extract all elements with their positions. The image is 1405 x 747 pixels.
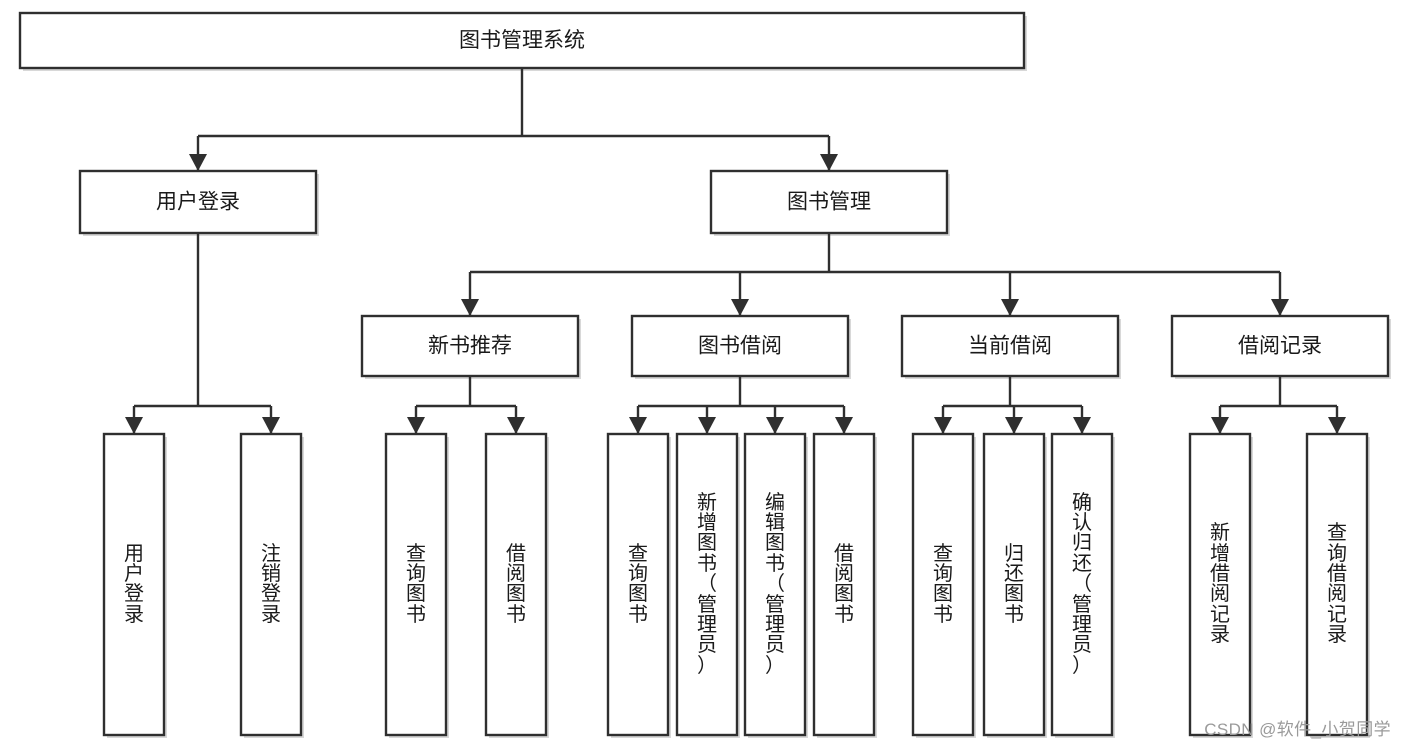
node-box-leaf-query-record[interactable]	[1305, 432, 1369, 737]
arrow-head	[698, 417, 716, 434]
node-label-book-borrow: 图书借阅	[698, 335, 782, 358]
node-label-borrow-record: 借阅记录	[1238, 335, 1322, 358]
node-box-root[interactable]	[18, 11, 1026, 70]
node-label-user-login: 用户登录	[156, 191, 240, 214]
node-box-leaf-user-logout[interactable]	[239, 432, 303, 737]
box-layer	[18, 11, 1390, 737]
arrow-head	[1328, 417, 1346, 434]
node-box-leaf-borrow-book-2[interactable]	[812, 432, 876, 737]
node-box-user-login[interactable]	[78, 169, 318, 235]
node-box-leaf-edit-book[interactable]	[743, 432, 807, 737]
node-box-leaf-user-login[interactable]	[102, 432, 166, 737]
arrow-head	[189, 154, 207, 171]
node-box-leaf-return-book[interactable]	[982, 432, 1046, 737]
arrow-head	[125, 417, 143, 434]
arrow-head	[407, 417, 425, 434]
node-label-book-manage: 图书管理	[787, 191, 871, 214]
node-label-current-borrow: 当前借阅	[968, 335, 1052, 358]
arrow-head	[1211, 417, 1229, 434]
node-box-leaf-add-book[interactable]	[675, 432, 739, 737]
arrow-head	[934, 417, 952, 434]
node-box-leaf-query-book-1[interactable]	[384, 432, 448, 737]
node-box-borrow-record[interactable]	[1170, 314, 1390, 378]
node-label-new-book-recommend: 新书推荐	[428, 335, 512, 358]
arrow-head	[1271, 299, 1289, 316]
arrow-head	[835, 417, 853, 434]
node-box-leaf-borrow-book-1[interactable]	[484, 432, 548, 737]
arrow-head	[1073, 417, 1091, 434]
arrow-head	[820, 154, 838, 171]
arrow-head	[1005, 417, 1023, 434]
arrow-head	[461, 299, 479, 316]
arrow-head	[731, 299, 749, 316]
node-label-root: 图书管理系统	[459, 29, 585, 52]
connector-layer	[125, 68, 1346, 434]
node-box-leaf-query-book-2[interactable]	[606, 432, 670, 737]
node-box-new-book-recommend[interactable]	[360, 314, 580, 378]
arrow-head	[766, 417, 784, 434]
node-box-book-borrow[interactable]	[630, 314, 850, 378]
node-box-leaf-add-record[interactable]	[1188, 432, 1252, 737]
node-box-leaf-query-book-3[interactable]	[911, 432, 975, 737]
arrow-head	[262, 417, 280, 434]
node-box-leaf-confirm-return[interactable]	[1050, 432, 1114, 737]
node-box-book-manage[interactable]	[709, 169, 949, 235]
arrow-head	[507, 417, 525, 434]
arrow-head	[629, 417, 647, 434]
node-box-current-borrow[interactable]	[900, 314, 1120, 378]
arrow-head	[1001, 299, 1019, 316]
